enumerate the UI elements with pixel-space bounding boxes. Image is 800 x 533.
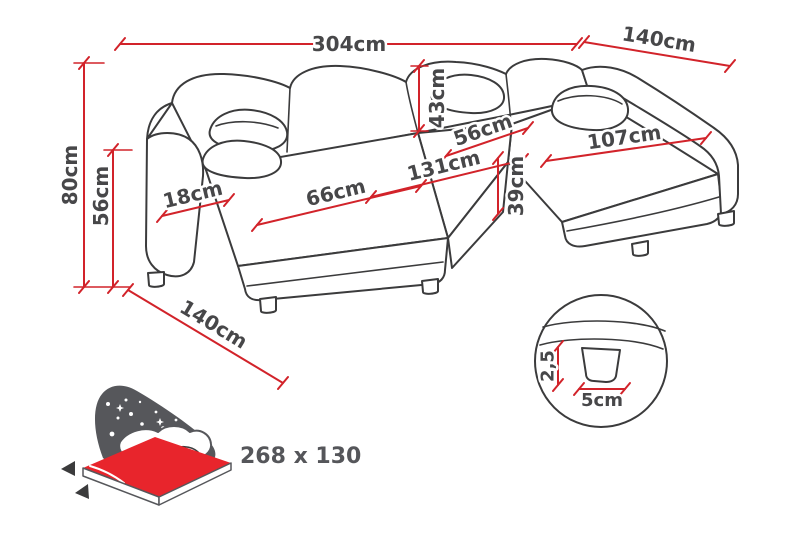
dimension-total-width: 304cm	[114, 30, 583, 59]
dimension-leg-height: 2,5	[535, 340, 564, 392]
sofa-foot	[259, 296, 277, 314]
unfold-arrow	[75, 484, 89, 499]
label-total-width: 304cm	[312, 32, 386, 56]
leg-detail: 2,5 5cm	[534, 294, 668, 428]
leg-detail-foot	[581, 347, 621, 383]
dimension-height: 80cm	[56, 56, 131, 294]
sofa-right-chaise-seam	[566, 196, 720, 232]
dimension-seat-height: 39cm	[492, 151, 531, 221]
label-leg-width: 5cm	[581, 390, 623, 411]
dimension-backrest-height: 43cm	[410, 59, 452, 138]
bed-mattress-sheet-line	[89, 465, 125, 484]
unfold-arrow	[61, 461, 75, 476]
sofa-drawing	[145, 57, 739, 314]
pillow-fold	[215, 120, 279, 129]
label-left-depth: 140cm	[176, 295, 252, 354]
dimension-right-depth: 140cm	[578, 19, 736, 73]
label-leg-height: 2,5	[537, 350, 558, 382]
label-seat-height: 39cm	[504, 156, 528, 217]
sofa-left-arm	[145, 102, 205, 278]
label-height: 80cm	[58, 145, 82, 206]
dimension-armrest-height: 56cm	[87, 143, 133, 294]
label-armrest-height: 56cm	[89, 166, 113, 227]
sofa-foot	[147, 271, 165, 288]
bed-base-right	[158, 462, 232, 506]
sofa-right-arm	[581, 65, 739, 215]
pillow	[201, 139, 282, 180]
sofa-foot	[631, 240, 649, 257]
pillow	[550, 84, 630, 132]
sofa-bed-icon: 268 x 130	[61, 385, 361, 506]
dimension-leg-width: 5cm	[573, 382, 631, 414]
sofa-middle-seat-front	[447, 161, 509, 269]
back-cushion-seam	[286, 73, 512, 153]
leg-detail-base-edge	[539, 320, 666, 350]
pillow-fold	[557, 94, 623, 105]
sofa-foot	[421, 278, 439, 295]
label-right-depth: 140cm	[620, 21, 697, 57]
pillow	[430, 73, 505, 115]
label-backrest-height: 43cm	[425, 68, 449, 129]
sofa-left-chaise-seam	[246, 261, 444, 287]
sofa-foot	[717, 210, 735, 227]
dimension-left-chaise-width: 66cm	[251, 171, 427, 232]
sleeping-area-label: 268 x 130	[240, 444, 361, 469]
